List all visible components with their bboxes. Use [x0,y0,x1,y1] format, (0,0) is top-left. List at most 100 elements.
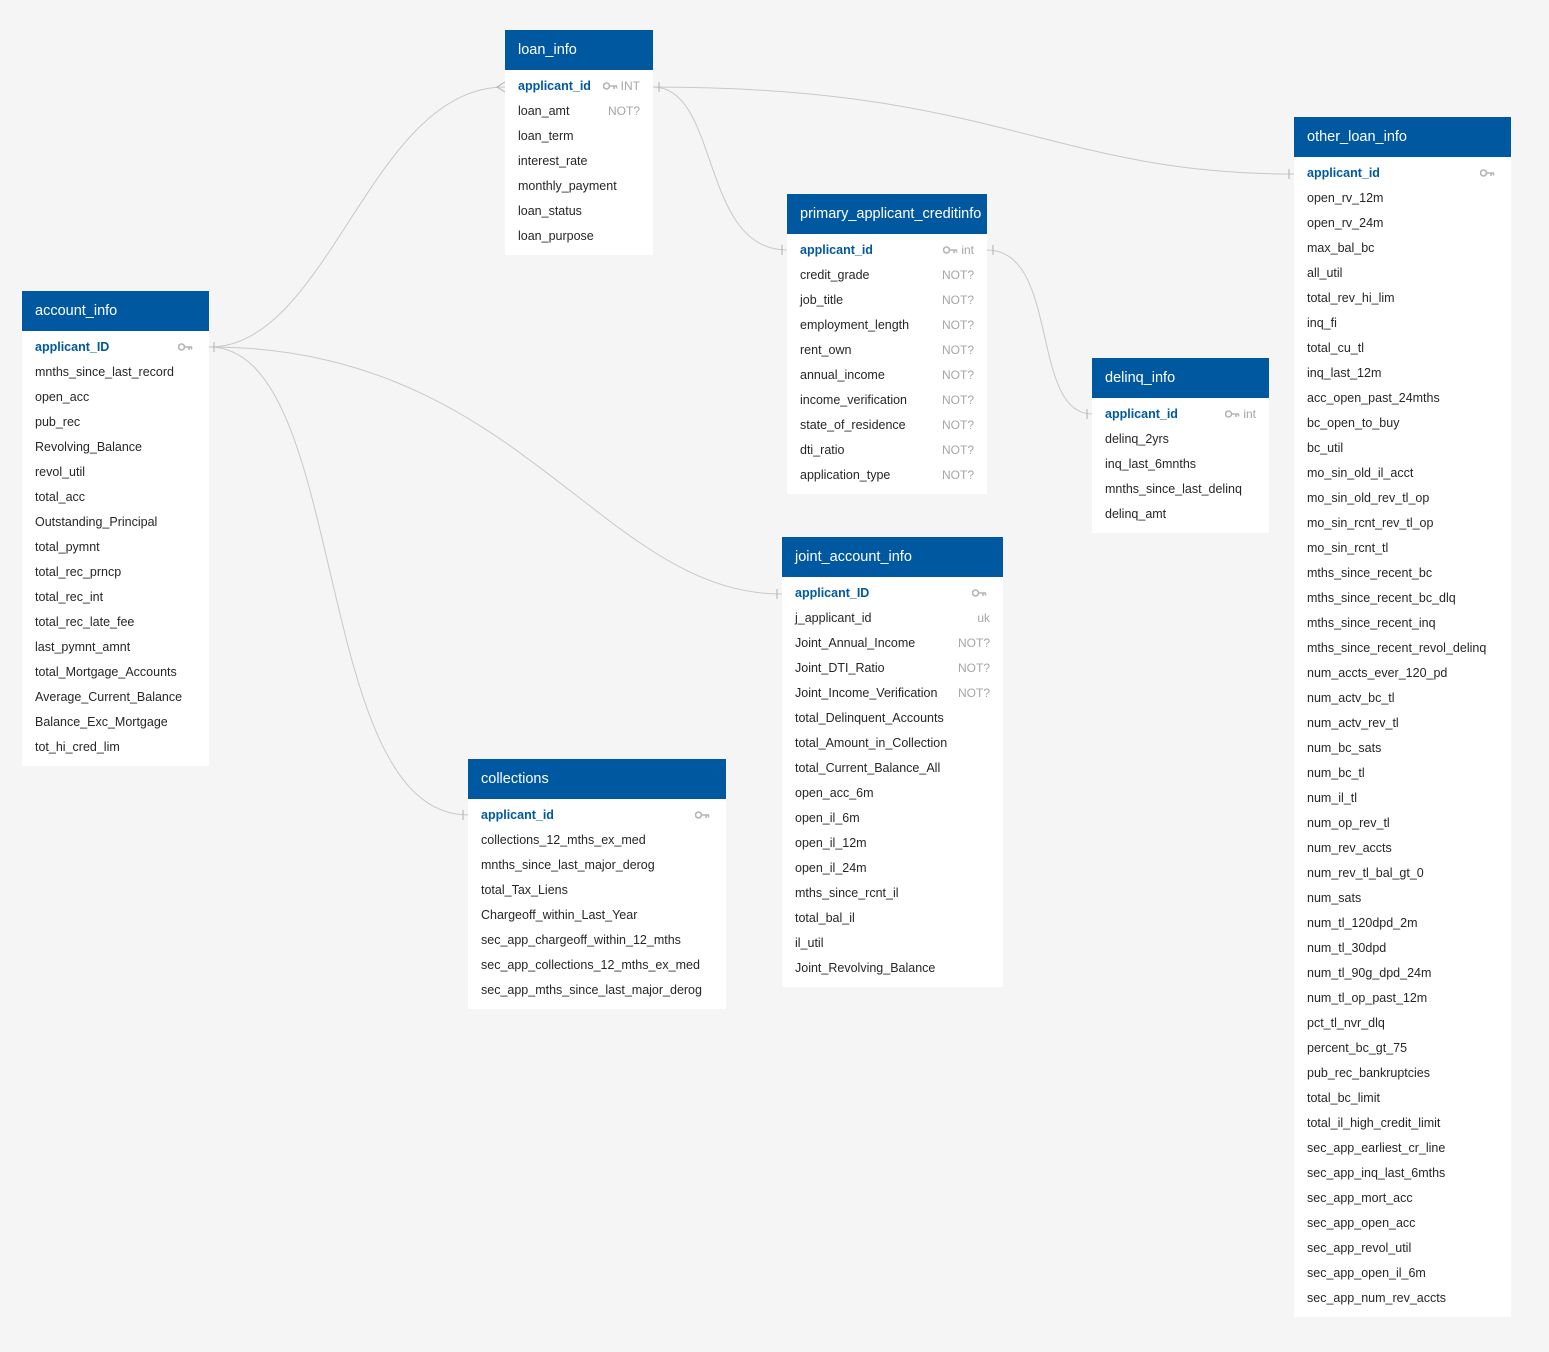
field-row[interactable]: inq_fi [1294,311,1511,336]
field-row[interactable]: sec_app_open_il_6m [1294,1261,1511,1286]
field-row[interactable]: num_op_rev_tl [1294,811,1511,836]
field-row[interactable]: sec_app_collections_12_mths_ex_med [468,953,726,978]
table-header-joint-account-info[interactable]: joint_account_info [782,537,1003,577]
field-row[interactable]: revol_util [22,460,209,485]
field-row[interactable]: delinq_2yrs [1092,427,1269,452]
field-row[interactable]: sec_app_open_acc [1294,1211,1511,1236]
field-row[interactable]: total_bal_il [782,906,1003,931]
field-row[interactable]: num_il_tl [1294,786,1511,811]
field-row[interactable]: mo_sin_rcnt_tl [1294,536,1511,561]
field-row[interactable]: pub_rec [22,410,209,435]
field-row[interactable]: pub_rec_bankruptcies [1294,1061,1511,1086]
field-row[interactable]: open_rv_12m [1294,186,1511,211]
field-row[interactable]: total_Amount_in_Collection [782,731,1003,756]
field-row[interactable]: tot_hi_cred_lim [22,735,209,760]
field-row[interactable]: sec_app_chargeoff_within_12_mths [468,928,726,953]
field-row[interactable]: open_rv_24m [1294,211,1511,236]
table-header-delinq-info[interactable]: delinq_info [1092,358,1269,398]
field-row[interactable]: pct_tl_nvr_dlq [1294,1011,1511,1036]
field-row[interactable]: Revolving_Balance [22,435,209,460]
field-row[interactable]: total_bc_limit [1294,1086,1511,1111]
field-row[interactable]: total_acc [22,485,209,510]
field-row[interactable]: open_acc_6m [782,781,1003,806]
field-row[interactable]: num_accts_ever_120_pd [1294,661,1511,686]
field-row[interactable]: monthly_payment [505,174,653,199]
field-row[interactable]: num_tl_120dpd_2m [1294,911,1511,936]
field-row[interactable]: total_rec_late_fee [22,610,209,635]
field-row[interactable]: sec_app_mort_acc [1294,1186,1511,1211]
field-row[interactable]: inq_last_6mnths [1092,452,1269,477]
field-row[interactable]: Joint_Revolving_Balance [782,956,1003,981]
primary-key-field[interactable]: applicant_id [468,803,726,828]
field-row[interactable]: num_bc_sats [1294,736,1511,761]
field-row[interactable]: num_tl_30dpd [1294,936,1511,961]
field-row[interactable]: mnths_since_last_delinq [1092,477,1269,502]
field-row[interactable]: sec_app_earliest_cr_line [1294,1136,1511,1161]
field-row[interactable]: sec_app_inq_last_6mths [1294,1161,1511,1186]
field-row[interactable]: total_Mortgage_Accounts [22,660,209,685]
field-row[interactable]: total_il_high_credit_limit [1294,1111,1511,1136]
field-row[interactable]: num_rev_accts [1294,836,1511,861]
field-row[interactable]: num_actv_bc_tl [1294,686,1511,711]
field-row[interactable]: num_rev_tl_bal_gt_0 [1294,861,1511,886]
field-row[interactable]: total_rec_prncp [22,560,209,585]
field-row[interactable]: acc_open_past_24mths [1294,386,1511,411]
field-row[interactable]: num_tl_90g_dpd_24m [1294,961,1511,986]
field-row[interactable]: collections_12_mths_ex_med [468,828,726,853]
primary-key-field[interactable]: applicant_ID [22,335,209,360]
field-row[interactable]: num_sats [1294,886,1511,911]
field-row[interactable]: Chargeoff_within_Last_Year [468,903,726,928]
field-row[interactable]: open_il_6m [782,806,1003,831]
field-row[interactable]: sec_app_num_rev_accts [1294,1286,1511,1311]
field-row[interactable]: interest_rate [505,149,653,174]
field-row[interactable]: total_pymnt [22,535,209,560]
field-row[interactable]: open_acc [22,385,209,410]
field-row[interactable]: total_rec_int [22,585,209,610]
table-header-other-loan-info[interactable]: other_loan_info [1294,117,1511,157]
field-row[interactable]: inq_last_12m [1294,361,1511,386]
field-row[interactable]: sec_app_mths_since_last_major_derog [468,978,726,1003]
field-row[interactable]: open_il_12m [782,831,1003,856]
field-row[interactable]: total_Current_Balance_All [782,756,1003,781]
field-row[interactable]: percent_bc_gt_75 [1294,1036,1511,1061]
field-row[interactable]: loan_purpose [505,224,653,249]
field-row[interactable]: num_tl_op_past_12m [1294,986,1511,1011]
table-header-account-info[interactable]: account_info [22,291,209,331]
field-row[interactable]: num_actv_rev_tl [1294,711,1511,736]
field-row[interactable]: mnths_since_last_major_derog [468,853,726,878]
field-row[interactable]: Average_Current_Balance [22,685,209,710]
field-row[interactable]: loan_status [505,199,653,224]
field-row[interactable]: mo_sin_rcnt_rev_tl_op [1294,511,1511,536]
field-row[interactable]: total_Delinquent_Accounts [782,706,1003,731]
table-header-collections[interactable]: collections [468,759,726,799]
field-row[interactable]: delinq_amt [1092,502,1269,527]
field-row[interactable]: all_util [1294,261,1511,286]
field-row[interactable]: sec_app_revol_util [1294,1236,1511,1261]
field-row[interactable]: open_il_24m [782,856,1003,881]
field-row[interactable]: mo_sin_old_rev_tl_op [1294,486,1511,511]
primary-key-field[interactable]: applicant_ID [782,581,1003,606]
